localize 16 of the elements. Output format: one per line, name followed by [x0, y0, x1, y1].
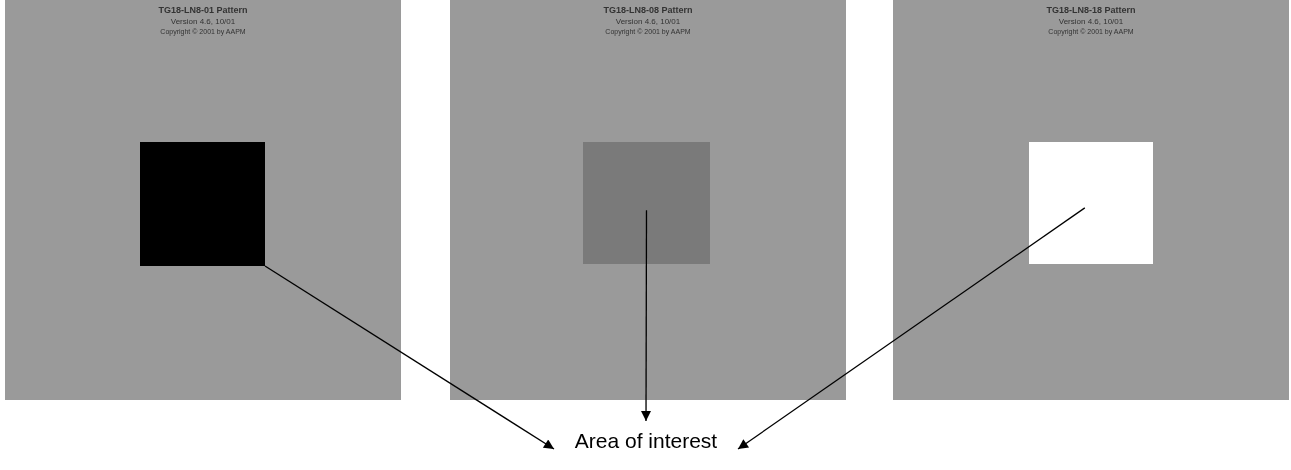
area-label: Area of interest — [558, 429, 734, 459]
test-pattern-panel — [450, 0, 846, 400]
arrow — [737, 207, 1086, 450]
arrow — [641, 209, 651, 422]
pattern-title: TG18-LN8-18 Pattern — [1045, 5, 1137, 15]
square-patch — [583, 142, 710, 264]
test-pattern-panel — [893, 0, 1289, 400]
square-patch — [140, 142, 265, 266]
test-pattern-panel — [5, 0, 401, 400]
square-patch — [1029, 142, 1153, 264]
pattern-title: TG18-LN8-08 Pattern — [602, 5, 694, 15]
pattern-note: Version 4.6, 10/01 — [1057, 17, 1125, 26]
pattern-note: Version 4.6, 10/01 — [614, 17, 682, 26]
pattern-title: TG18-LN8-01 Pattern — [157, 5, 249, 15]
arrow — [264, 265, 555, 450]
pattern-note: Version 4.6, 10/01 — [169, 17, 237, 26]
